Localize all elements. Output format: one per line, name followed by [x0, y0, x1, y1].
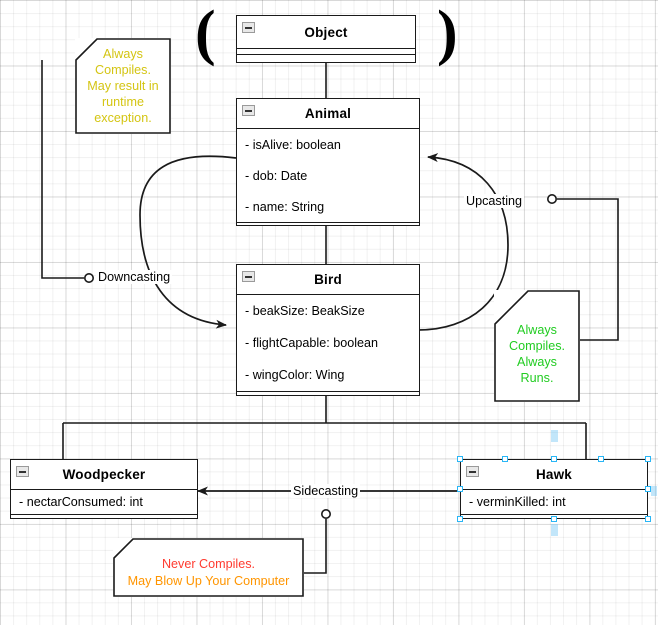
note-line: Always [517, 355, 557, 369]
attribute-row: - verminKilled: int [469, 495, 566, 509]
class-box-object[interactable]: Object [236, 15, 416, 63]
class-name-woodpecker: Woodpecker [62, 467, 146, 482]
collapse-icon[interactable] [242, 271, 255, 282]
resize-handle-se[interactable] [645, 516, 651, 522]
attribute-row: - flightCapable: boolean [245, 336, 379, 350]
edge-downcasting [139, 155, 237, 329]
attribute-row: - dob: Date [245, 168, 308, 183]
edge-label-upcasting: Upcasting [464, 194, 525, 208]
note-line-never-compiles: Never Compiles. [161, 557, 256, 572]
class-methods-bird [237, 391, 419, 397]
resize-handle-sw[interactable] [457, 516, 463, 522]
collapse-icon[interactable] [16, 466, 29, 477]
connect-arrow-east[interactable] [651, 486, 657, 496]
collapse-icon[interactable] [242, 22, 255, 33]
class-attributes-animal: - isAlive: boolean - dob: Date - name: S… [237, 129, 419, 222]
resize-handle-e[interactable] [645, 486, 651, 492]
attribute-row: - isAlive: boolean [245, 137, 341, 152]
close-paren-glyph: ) [437, 0, 458, 67]
attribute-row: - beakSize: BeakSize [245, 304, 365, 318]
class-header-bird: Bird [237, 265, 419, 295]
resize-handle-nw[interactable] [457, 456, 463, 462]
class-header-animal: Animal [237, 99, 419, 129]
leader-sidecasting-note [303, 519, 327, 574]
class-attributes-object [237, 48, 415, 54]
class-box-bird[interactable]: Bird - beakSize: BeakSize - flightCapabl… [236, 264, 420, 396]
resize-handle-w[interactable] [457, 486, 463, 492]
class-box-animal[interactable]: Animal - isAlive: boolean - dob: Date - … [236, 98, 420, 226]
note-line: Runs. [520, 371, 554, 386]
class-header-woodpecker: Woodpecker [11, 460, 197, 490]
resize-handle-ne[interactable] [645, 456, 651, 462]
note-sidecasting[interactable]: Never Compiles. May Blow Up Your Compute… [113, 538, 304, 597]
connect-arrow-south[interactable] [551, 524, 558, 536]
resize-handle-n[interactable] [551, 456, 557, 462]
class-attributes-bird: - beakSize: BeakSize - flightCapable: bo… [237, 295, 419, 391]
resize-handle-s[interactable] [551, 516, 557, 522]
attribute-row: - wingColor: Wing [245, 368, 345, 382]
attribute-row: - nectarConsumed: int [19, 495, 143, 509]
class-header-object: Object [237, 16, 415, 48]
connect-arrow-north[interactable] [551, 430, 558, 442]
class-header-hawk: Hawk [461, 460, 647, 490]
class-methods-hawk [461, 514, 647, 520]
note-line: runtime [101, 95, 144, 110]
note-text-downcasting: Always Compiles. May result in runtime e… [87, 46, 158, 127]
note-line: May result in [87, 78, 159, 93]
note-text-sidecasting: Never Compiles. May Blow Up Your Compute… [128, 546, 290, 588]
class-box-hawk[interactable]: Hawk - verminKilled: int [460, 459, 648, 519]
note-line: Always [103, 46, 143, 61]
collapse-icon[interactable] [242, 105, 255, 116]
note-line: Compiles. [509, 338, 565, 353]
class-box-woodpecker[interactable]: Woodpecker - nectarConsumed: int [10, 459, 198, 519]
class-methods-object [237, 54, 415, 60]
class-name-animal: Animal [304, 106, 352, 121]
leader-endpoint-sidecasting [320, 508, 331, 519]
class-name-bird: Bird [314, 272, 342, 287]
class-methods-woodpecker [11, 514, 197, 520]
open-paren-glyph: ( [195, 0, 216, 67]
class-attributes-woodpecker: - nectarConsumed: int [11, 490, 197, 514]
collapse-icon[interactable] [466, 466, 479, 477]
note-line: exception. [94, 111, 152, 126]
note-upcasting[interactable]: Always Compiles. Always Runs. [494, 290, 580, 402]
handle-mid-left[interactable] [502, 456, 508, 462]
handle-mid-right[interactable] [598, 456, 604, 462]
note-line: Compiles. [94, 62, 151, 77]
class-attributes-hawk: - verminKilled: int [461, 490, 647, 514]
edge-label-sidecasting: Sidecasting [291, 484, 361, 498]
edge-bird-children [62, 396, 587, 459]
note-line-blow-up: May Blow Up Your Computer [127, 573, 290, 588]
note-text-upcasting: Always Compiles. Always Runs. [509, 306, 565, 386]
edge-label-downcasting: Downcasting [96, 270, 173, 284]
class-methods-animal [237, 222, 419, 228]
note-downcasting[interactable]: Always Compiles. May result in runtime e… [75, 38, 171, 134]
leader-endpoint-upcasting [546, 194, 557, 205]
attribute-row: - name: String [245, 199, 325, 214]
leader-endpoint-downcasting [84, 272, 95, 283]
class-name-object: Object [304, 24, 348, 40]
note-line: Always [517, 322, 557, 337]
class-name-hawk: Hawk [535, 467, 573, 482]
